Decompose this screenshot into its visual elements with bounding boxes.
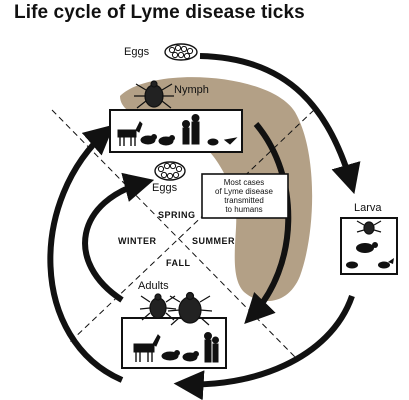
season-spring-label: SPRING [158, 210, 196, 220]
nymph-label: Nymph [174, 84, 209, 96]
larva-hosts-silhouettes [346, 242, 394, 269]
season-divider-line-2 [69, 109, 315, 343]
adult-tick-icon [167, 291, 213, 326]
season-summer-label: SUMMER [192, 236, 235, 246]
adult-hosts-silhouettes [133, 332, 219, 363]
page-title: Life cycle of Lyme disease ticks [14, 2, 305, 23]
eggs-cluster-center [154, 161, 186, 181]
note-line-1: Most cases [223, 178, 265, 187]
season-fall-label: FALL [166, 258, 191, 268]
arrow-eggs-to-larva [199, 53, 361, 195]
note-line-4: to humans [225, 205, 263, 214]
eggs-cluster-top [164, 43, 198, 61]
eggs-label-center: Eggs [152, 182, 178, 194]
nymph-panel [109, 80, 243, 153]
larva-label: Larva [354, 202, 382, 214]
arrow-adults-to-eggs [82, 172, 155, 303]
arrow-adults-to-nymph [47, 124, 124, 383]
nymph-tick-icon [134, 80, 174, 109]
eggs-label-top: Eggs [124, 46, 150, 58]
note-line-2: of Lyme disease [215, 187, 273, 196]
adults-label: Adults [138, 280, 169, 292]
transmission-note: Most cases of Lyme disease transmitted t… [204, 178, 284, 214]
season-winter-label: WINTER [118, 236, 157, 246]
note-box [201, 173, 289, 219]
nymph-hosts-silhouettes [117, 114, 238, 146]
arrow-larva-to-adults [173, 295, 355, 400]
season-divider-line-1 [51, 109, 297, 359]
arrow-nymph-to-adults [244, 122, 292, 325]
note-line-3: transmitted [224, 196, 264, 205]
adults-panel [121, 291, 227, 369]
larva-tick-icon [356, 220, 382, 235]
larva-panel [340, 217, 398, 275]
adult-tick-icon [139, 293, 177, 321]
